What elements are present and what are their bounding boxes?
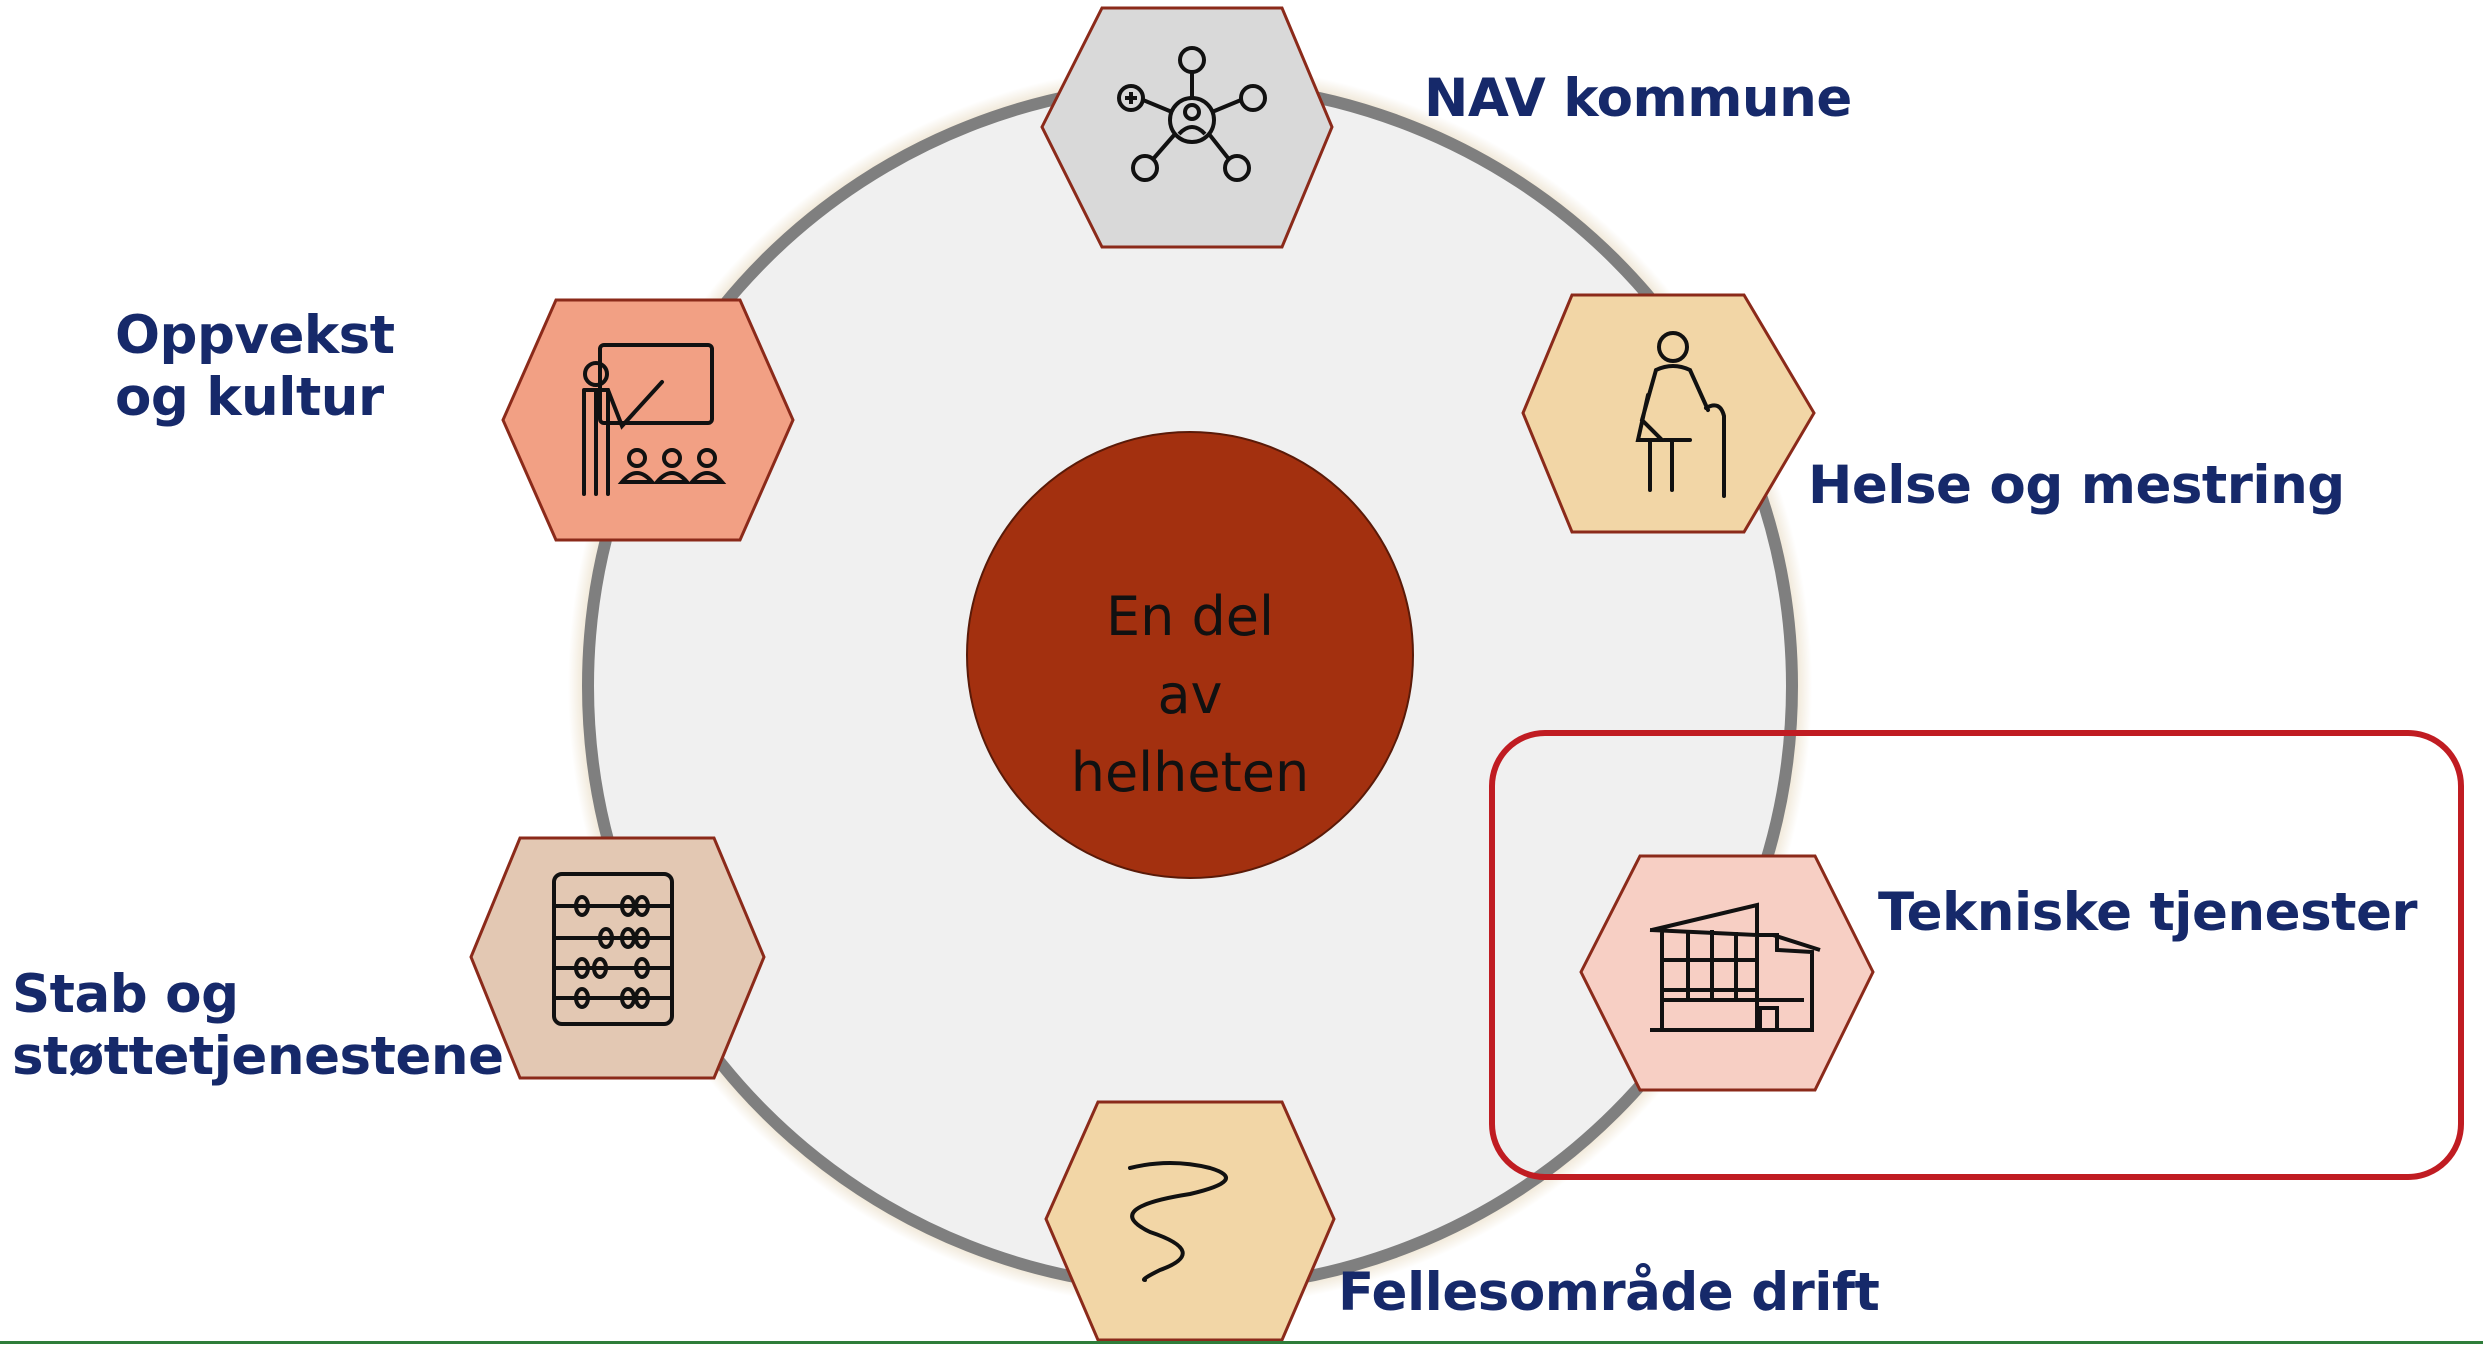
center-line-1: En del av	[1105, 585, 1274, 726]
center-circle	[966, 431, 1414, 879]
label-oppvekst-og-kultur: Oppvekst og kultur	[115, 305, 395, 428]
hex-oppvekst-og-kultur[interactable]	[501, 298, 795, 542]
highlight-box-tekniske	[1489, 730, 2464, 1180]
hex-stab-og-stottetjenestene[interactable]	[469, 836, 766, 1080]
hex-helse-og-mestring[interactable]	[1521, 293, 1816, 534]
building-icon	[1649, 902, 1821, 1032]
hex-tekniske-tjenester[interactable]	[1579, 854, 1875, 1092]
bottom-divider	[0, 1341, 2483, 1344]
hex-fellesomrade-drift[interactable]	[1044, 1100, 1336, 1342]
label-helse-og-mestring: Helse og mestring	[1808, 455, 2345, 516]
abacus-icon	[552, 872, 674, 1026]
label-tekniske-tjenester: Tekniske tjenester	[1878, 882, 2418, 943]
label-stab-og-stottetjenestene: Stab og støttetjenestene	[12, 964, 504, 1087]
label-fellesomrade-drift: Fellesområde drift	[1338, 1262, 1880, 1323]
label-nav-kommune: NAV kommune	[1424, 68, 1852, 129]
elderly-person-cane-icon	[1635, 331, 1726, 498]
hex-nav-kommune[interactable]	[1040, 6, 1334, 249]
teacher-classroom-icon	[582, 343, 727, 496]
center-label: En del av helheten	[1070, 578, 1310, 812]
network-people-icon	[1117, 46, 1267, 182]
squiggle-path-icon	[1128, 1161, 1228, 1282]
center-line-2: helheten	[1070, 741, 1310, 804]
